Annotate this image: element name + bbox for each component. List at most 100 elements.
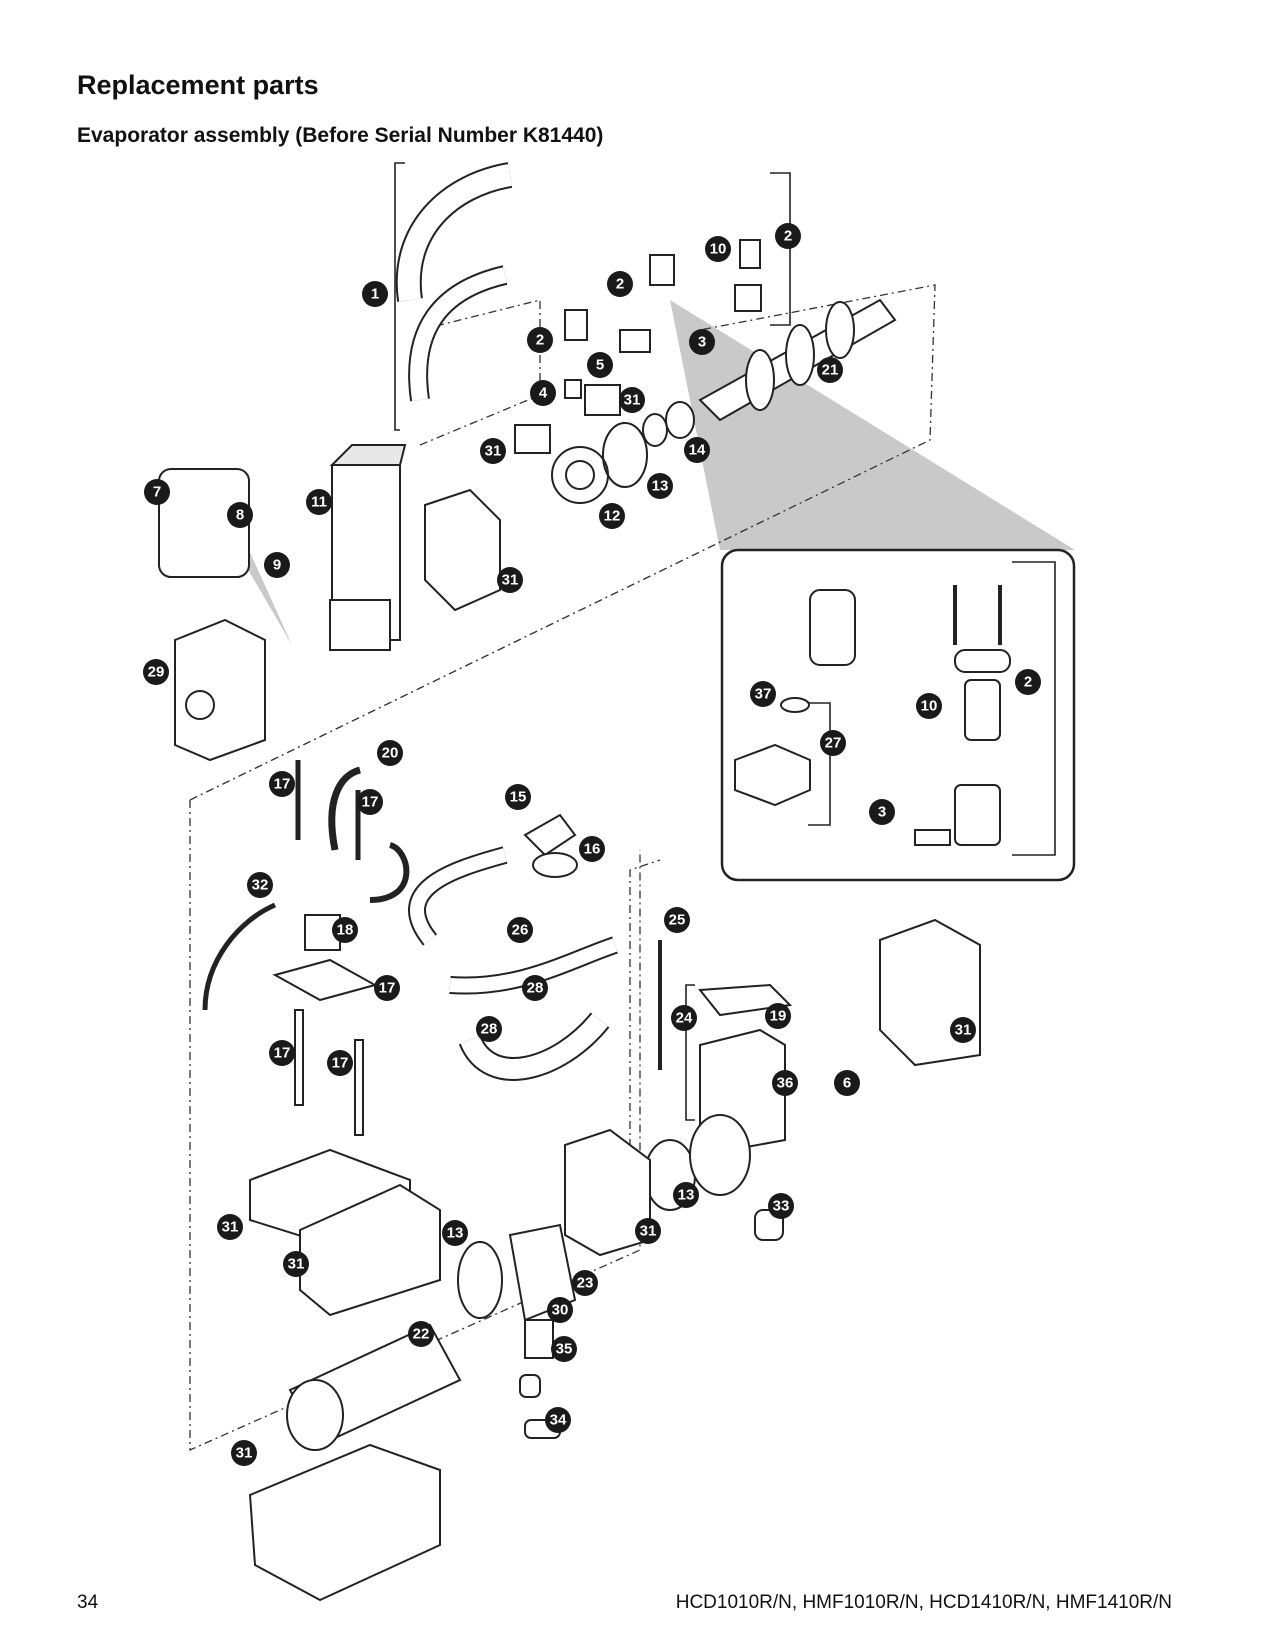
callout-label: 31 (624, 392, 641, 409)
callout-c34: 34 (545, 1407, 571, 1433)
callout-label: 31 (955, 1022, 972, 1039)
part-auger-21-flight3 (825, 301, 855, 359)
callout-c10b: 10 (916, 693, 942, 719)
callout-label: 18 (337, 922, 354, 939)
part-bracket-31b (514, 424, 551, 454)
callout-c25: 25 (664, 907, 690, 933)
callout-c11: 11 (306, 489, 332, 515)
callout-label: 15 (510, 789, 527, 806)
callout-badge (362, 281, 388, 307)
bracket-24 (685, 984, 695, 1121)
callout-label: 9 (273, 557, 281, 574)
callout-badge (547, 1297, 573, 1323)
callout-label: 27 (825, 735, 842, 752)
callout-label: 8 (236, 507, 244, 524)
callout-c31f: 31 (217, 1214, 243, 1240)
callout-c36: 36 (772, 1070, 798, 1096)
callout-label: 17 (379, 980, 396, 997)
callout-badge (768, 1193, 794, 1219)
part-cover-31c (424, 488, 501, 612)
part-fitting-35 (519, 1374, 541, 1398)
callout-c5: 5 (587, 352, 613, 378)
callout-badge (705, 236, 731, 262)
callout-badge (505, 784, 531, 810)
callout-label: 2 (1024, 674, 1032, 691)
callout-label: 31 (640, 1223, 657, 1240)
part-switch-27-small (619, 329, 651, 353)
callout-label: 31 (485, 443, 502, 460)
part-oring-13c (457, 1241, 503, 1319)
callout-label: 29 (148, 664, 165, 681)
model-list: HCD1010R/N, HMF1010R/N, HCD1410R/N, HMF1… (675, 1592, 1172, 1613)
callout-label: 6 (843, 1075, 851, 1092)
callout-badge (772, 1070, 798, 1096)
part-hose-1a-in (397, 164, 513, 302)
callout-label: 35 (556, 1341, 573, 1358)
callout-label: 17 (332, 1055, 349, 1072)
bracket-inset-right (1012, 561, 1056, 856)
callout-c26: 26 (507, 917, 533, 943)
part-bearing-12-in (565, 460, 595, 490)
part-valve-2b (649, 254, 675, 286)
callout-c28a: 28 (522, 975, 548, 1001)
callout-badge (587, 352, 613, 378)
callout-badge (377, 740, 403, 766)
part-fitting-3a (734, 284, 762, 312)
callout-label: 14 (689, 442, 706, 459)
callout-label: 31 (236, 1445, 253, 1462)
callout-label: 2 (616, 276, 624, 293)
part-gearmotor-11-base (329, 599, 391, 651)
assembly-line-upper (189, 284, 936, 801)
callout-c22: 22 (408, 1321, 434, 1347)
part-cover-31d (879, 918, 981, 1067)
part-evaporator-22-end (286, 1379, 344, 1451)
part-hose-1b-in (410, 267, 507, 402)
callout-c13c: 13 (442, 1220, 468, 1246)
callout-label: 19 (770, 1008, 787, 1025)
part-fitting-10a (739, 239, 761, 269)
callout-c2c: 2 (527, 327, 553, 353)
callout-c31h: 31 (231, 1440, 257, 1466)
callout-label: 21 (822, 362, 839, 379)
callout-c14: 14 (684, 437, 710, 463)
callout-c31g: 31 (283, 1251, 309, 1277)
callout-c15: 15 (505, 784, 531, 810)
callout-c19: 19 (765, 1003, 791, 1029)
callout-c12: 12 (599, 503, 625, 529)
callout-c31b: 31 (480, 438, 506, 464)
callout-c17a: 17 (269, 771, 295, 797)
callout-badge (820, 730, 846, 756)
callout-badge (143, 659, 169, 685)
callout-badge (476, 1016, 502, 1042)
callout-c31a: 31 (619, 387, 645, 413)
callout-c4: 4 (530, 380, 556, 406)
assembly-line-mid (629, 859, 661, 1165)
callout-label: 34 (550, 1412, 567, 1429)
callout-badge (916, 693, 942, 719)
callout-label: 7 (153, 484, 161, 501)
callout-badge (283, 1251, 309, 1277)
part-housing-29 (174, 618, 266, 762)
callout-badge (144, 479, 170, 505)
part-bracket-31a (584, 384, 621, 416)
callout-c23: 23 (572, 1270, 598, 1296)
callout-label: 13 (447, 1225, 464, 1242)
bracket-hoses (394, 162, 405, 431)
callout-label: 4 (539, 385, 548, 402)
callout-c9: 9 (264, 552, 290, 578)
callout-label: 3 (878, 804, 886, 821)
callout-c18: 18 (332, 917, 358, 943)
part-cradle-31h (248, 1443, 441, 1602)
callout-badge (527, 327, 553, 353)
part-cap-15 (523, 813, 577, 857)
callout-label: 36 (777, 1075, 794, 1092)
callout-badge (1015, 669, 1041, 695)
callout-badge (599, 503, 625, 529)
callout-badge (635, 1218, 661, 1244)
callout-c37: 37 (750, 681, 776, 707)
part-hose-28a-in (449, 938, 618, 993)
assembly-line-lower (189, 800, 641, 1452)
inset-fitting-3 (954, 784, 1001, 846)
callout-c8: 8 (227, 502, 253, 528)
